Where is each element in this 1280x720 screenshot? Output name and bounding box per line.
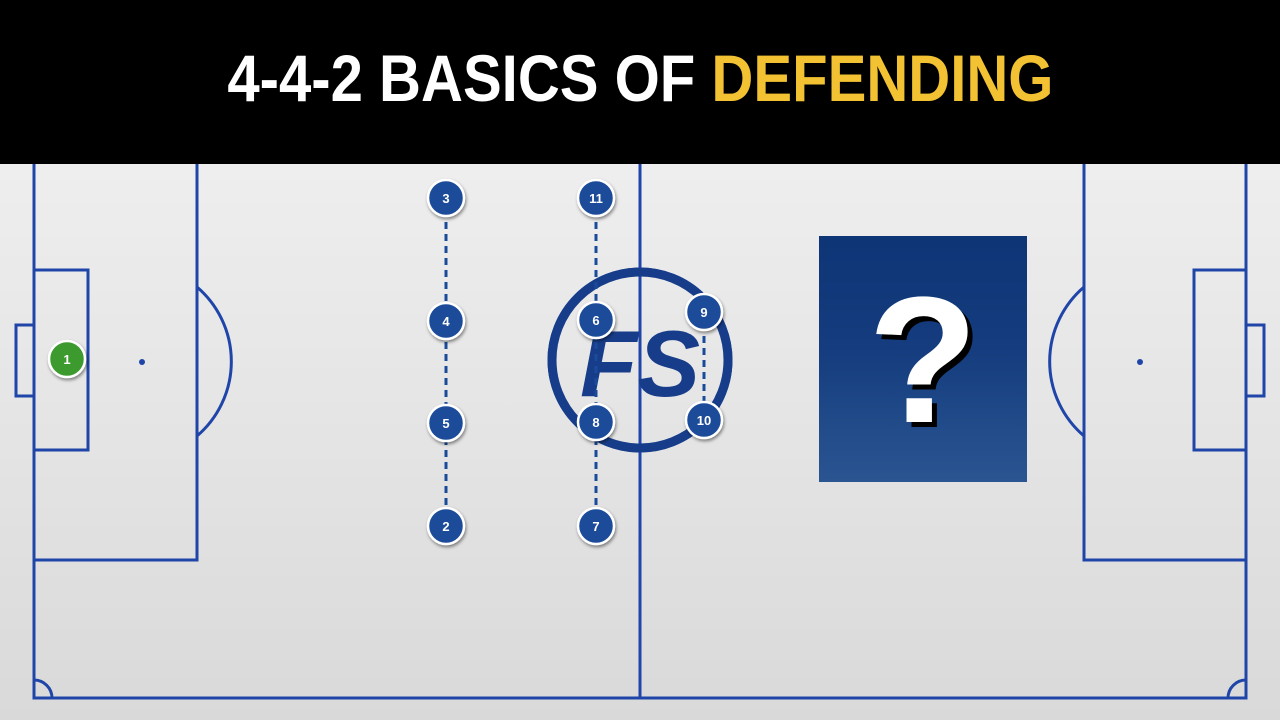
- player-9[interactable]: 9: [684, 292, 724, 332]
- player-number: 6: [592, 313, 599, 328]
- player-number: 5: [442, 416, 449, 431]
- right-corner-arc: [1226, 678, 1247, 699]
- player-11[interactable]: 11: [576, 178, 616, 218]
- right-penalty-area: [1082, 164, 1246, 562]
- player-4[interactable]: 4: [426, 301, 466, 341]
- football-pitch: FS 1 3 4 5: [0, 164, 1280, 720]
- player-number: 3: [442, 191, 449, 206]
- left-penalty-spot: [139, 359, 145, 365]
- right-goal: [1244, 323, 1266, 398]
- left-goal: [14, 323, 36, 398]
- mystery-opponent-box: ?: [819, 236, 1027, 482]
- logo-ring: [547, 267, 733, 453]
- player-7[interactable]: 7: [576, 506, 616, 546]
- player-number: 1: [63, 352, 70, 367]
- player-number: 11: [589, 191, 603, 206]
- player-8[interactable]: 8: [576, 402, 616, 442]
- title-bar: 4-4-2 BASICS OF DEFENDING: [0, 0, 1280, 164]
- right-penalty-spot: [1137, 359, 1143, 365]
- question-mark: ?: [868, 260, 978, 461]
- player-10[interactable]: 10: [684, 400, 724, 440]
- player-number: 9: [700, 305, 707, 320]
- title-highlight-text: DEFENDING: [711, 41, 1054, 115]
- player-1[interactable]: 1: [47, 339, 87, 379]
- player-3[interactable]: 3: [426, 178, 466, 218]
- players: 1 3 4 5 2 11 6: [47, 178, 724, 546]
- left-corner-arc: [33, 678, 54, 699]
- left-penalty-area: [34, 164, 199, 562]
- player-number: 4: [442, 314, 450, 329]
- left-penalty-arc: [196, 285, 233, 438]
- player-6[interactable]: 6: [576, 300, 616, 340]
- player-number: 8: [592, 415, 599, 430]
- player-2[interactable]: 2: [426, 506, 466, 546]
- right-penalty-arc: [1048, 285, 1085, 438]
- player-number: 10: [697, 413, 711, 428]
- player-5[interactable]: 5: [426, 403, 466, 443]
- page-title: 4-4-2 BASICS OF DEFENDING: [227, 40, 1053, 116]
- player-number: 7: [592, 519, 599, 534]
- title-main-text: 4-4-2 BASICS OF: [226, 41, 712, 115]
- fs-logo: FS: [547, 267, 733, 453]
- player-number: 2: [442, 519, 449, 534]
